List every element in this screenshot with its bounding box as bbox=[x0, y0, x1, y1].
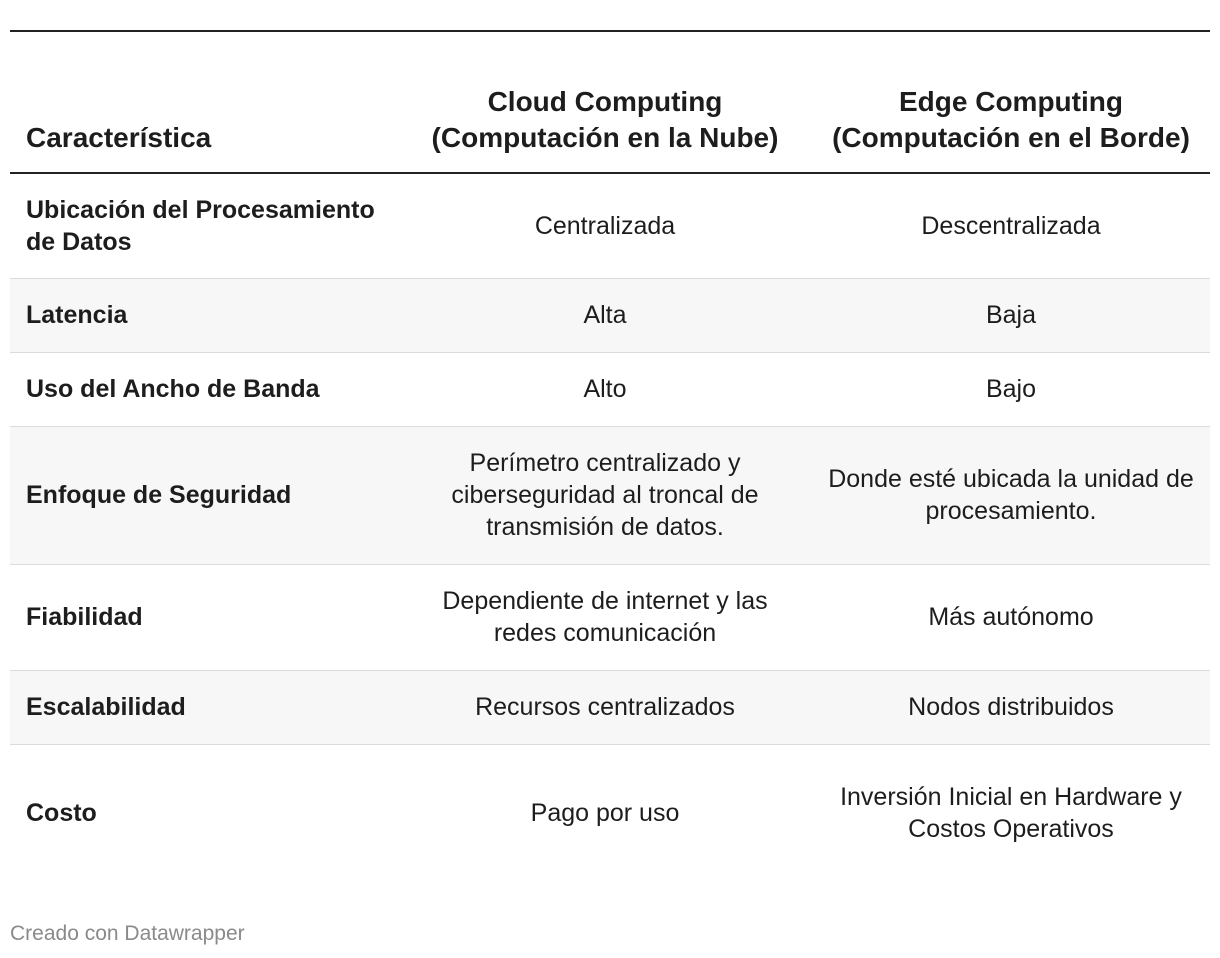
row-label: Escalabilidad bbox=[10, 670, 398, 745]
cell-edge: Donde esté ubicada la unidad de procesam… bbox=[812, 426, 1210, 565]
cell-cloud: Dependiente de internet y las redes comu… bbox=[398, 564, 812, 671]
column-header-feature[interactable]: Característica bbox=[10, 31, 398, 174]
table-header: Característica Cloud Computing (Computac… bbox=[10, 31, 1210, 174]
row-label: Ubicación del Procesamiento de Datos bbox=[10, 173, 398, 279]
cell-edge: Baja bbox=[812, 278, 1210, 353]
cell-cloud: Alta bbox=[398, 278, 812, 353]
table-body: Ubicación del Procesamiento de Datos Cen… bbox=[10, 173, 1210, 882]
datawrapper-credit[interactable]: Creado con Datawrapper bbox=[10, 922, 245, 945]
row-label: Latencia bbox=[10, 278, 398, 353]
table-row: Uso del Ancho de Banda Alto Bajo bbox=[10, 352, 1210, 427]
cell-edge: Inversión Inicial en Hardware y Costos O… bbox=[840, 783, 1182, 844]
column-header-cloud[interactable]: Cloud Computing (Computación en la Nube) bbox=[398, 31, 812, 174]
row-label: Uso del Ancho de Banda bbox=[10, 352, 398, 427]
row-label: Costo bbox=[26, 799, 97, 828]
cell-edge: Bajo bbox=[812, 352, 1210, 427]
table-row: Ubicación del Procesamiento de Datos Cen… bbox=[10, 173, 1210, 279]
cell-cloud: Alto bbox=[398, 352, 812, 427]
table-row: Escalabilidad Recursos centralizados Nod… bbox=[10, 670, 1210, 745]
table-row: Latencia Alta Baja bbox=[10, 278, 1210, 353]
row-label: Fiabilidad bbox=[10, 564, 398, 671]
cell-edge: Más autónomo bbox=[812, 564, 1210, 671]
header-row: Característica Cloud Computing (Computac… bbox=[10, 31, 1210, 174]
table-row: Costo Pago por uso Inversión Inicial en … bbox=[10, 744, 1210, 882]
cell-edge: Descentralizada bbox=[812, 173, 1210, 279]
comparison-table: Característica Cloud Computing (Computac… bbox=[10, 30, 1210, 882]
row-label: Enfoque de Seguridad bbox=[10, 426, 398, 565]
column-header-edge[interactable]: Edge Computing (Computación en el Borde) bbox=[812, 31, 1210, 174]
cell-cloud: Centralizada bbox=[398, 173, 812, 279]
cell-cloud: Perímetro centralizado y ciberseguridad … bbox=[398, 426, 812, 565]
cell-cloud: Recursos centralizados bbox=[398, 670, 812, 745]
cell-cloud: Pago por uso bbox=[530, 799, 680, 828]
table-row: Enfoque de Seguridad Perímetro centraliz… bbox=[10, 426, 1210, 565]
cell-edge: Nodos distribuidos bbox=[812, 670, 1210, 745]
table-row: Fiabilidad Dependiente de internet y las… bbox=[10, 564, 1210, 671]
